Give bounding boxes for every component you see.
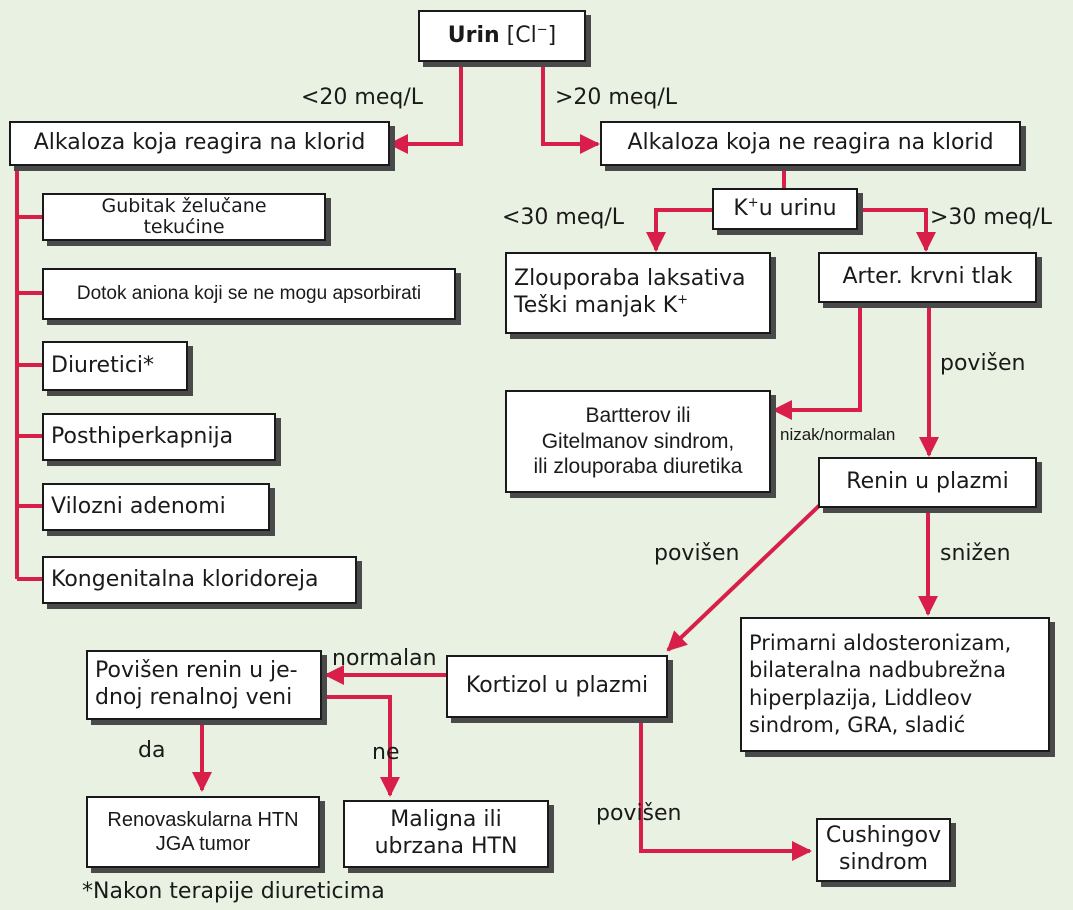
node-congenital-chloridorrhea: Kongenitalna kloridoreja (42, 556, 357, 604)
node-plasma-cortisol: Kortizol u plazmi (446, 655, 668, 718)
edge-urine-to-resistant (541, 62, 600, 154)
edge-bp-to-bartter (772, 303, 862, 420)
edge-k-to-bp (858, 208, 936, 252)
node-primary-aldosteronism: Primarni aldosteronizam, bilateralna nad… (740, 617, 1050, 752)
node-cushing-syndrome: Cushingov sindrom (816, 818, 951, 882)
node-renal-vein-renin: Povišen renin u je- dnoj renalnoj veni (86, 650, 322, 720)
node-nonabsorbable-anions: Dotok aniona koji se ne mogu apsorbirati (42, 268, 456, 320)
node-urine-potassium: K+u urinu (712, 188, 858, 230)
footnote: *Nakon terapije diureticima (82, 879, 385, 904)
node-blood-pressure: Arter. krvni tlak (818, 252, 1037, 303)
node-plasma-renin: Renin u plazmi (818, 457, 1037, 508)
edge-urine-to-responsive (388, 62, 463, 154)
node-diuretics: Diuretici* (42, 341, 188, 391)
label-renal-yes: da (138, 738, 166, 763)
node-posthypercapnia: Posthiperkapnija (42, 413, 276, 461)
node-chloride-responsive: Alkaloza koja reagira na klorid (9, 121, 390, 166)
label-renal-no: ne (372, 740, 400, 765)
label-renin-elevated: povišen (654, 541, 740, 566)
label-lt20: <20 meq/L (301, 85, 424, 110)
node-renovascular-htn: Renovaskularna HTN JGA tumor (86, 796, 320, 868)
label-renin-decreased: snižen (940, 541, 1011, 566)
edge-k-to-laxative (646, 208, 712, 252)
label-bp-elevated: povišen (940, 351, 1026, 376)
node-malignant-htn: Maligna ili ubrzana HTN (343, 800, 549, 868)
edge-cortisol-to-cushing (639, 718, 812, 861)
label-gt20: >20 meq/L (555, 85, 678, 110)
edge-renin-to-cortisol (666, 501, 824, 652)
node-villous-adenoma: Vilozni adenomi (42, 483, 270, 531)
label-lt30: <30 meq/L (502, 205, 625, 230)
label-gt30: >30 meq/L (930, 205, 1053, 230)
node-laxative-abuse: Zlouporaba laksativa Teški manjak K+ (505, 252, 771, 334)
node-urine-chloride: Urin [Cl−] (418, 10, 586, 62)
node-chloride-resistant: Alkaloza koja ne reagira na klorid (600, 121, 1021, 166)
label-bp-low-normal: nizak/normalan (780, 425, 896, 444)
label-cortisol-elevated: povišen (596, 801, 682, 826)
node-bartter-gitelman: Bartterov ili Gitelmanov sindrom, ili zl… (505, 390, 771, 493)
label-cortisol-normal: normalan (332, 646, 437, 671)
node-gastric-fluid-loss: Gubitak želučane tekućine (42, 193, 326, 241)
edge-renalvein-to-malignant (322, 695, 400, 797)
